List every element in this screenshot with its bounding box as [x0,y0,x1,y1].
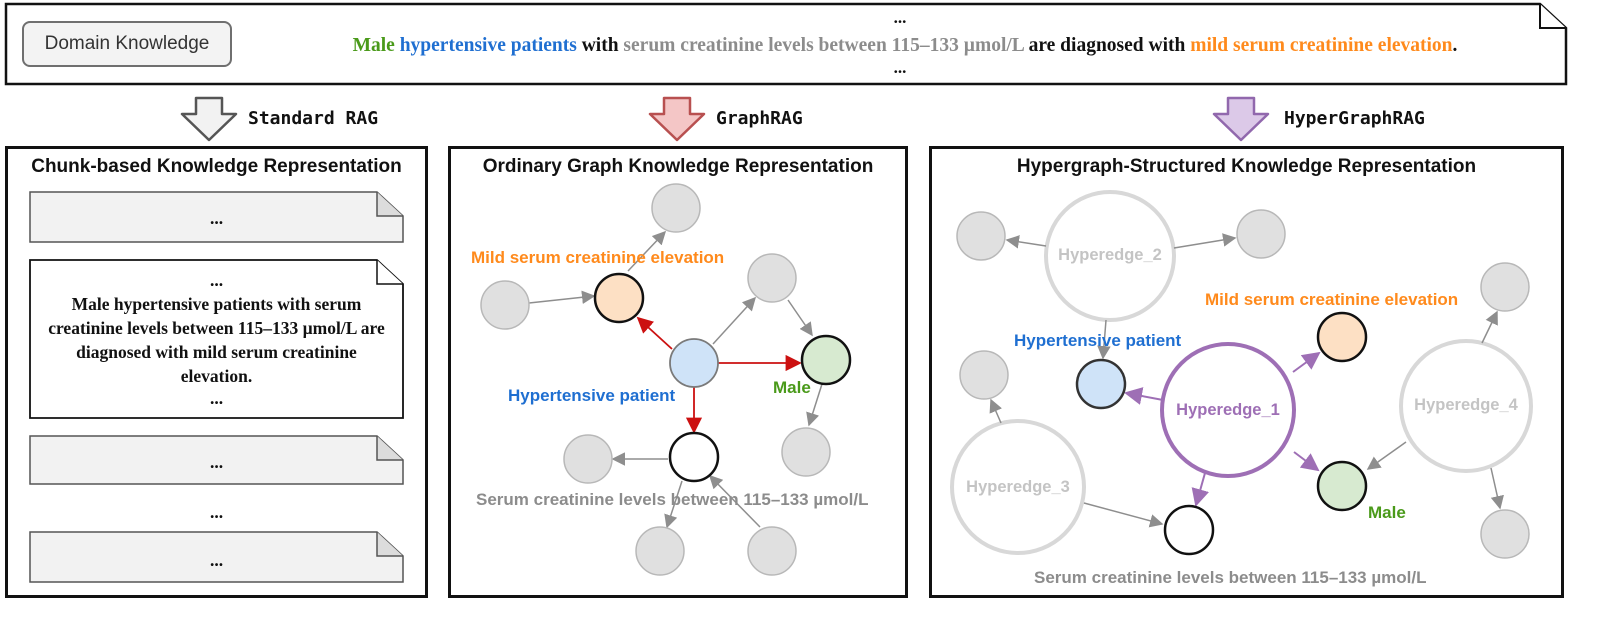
domain-document-shape [4,2,1568,86]
sentence-with: with [581,35,619,56]
hyper-label-mild: Mild serum creatinine elevation [1205,290,1459,309]
chunk-ellipsis-between: ... [209,502,224,522]
hyperedge-4-label: Hyperedge_4 [1414,396,1518,414]
chunk-2-ellipsis-bottom: ... [209,388,224,408]
chunk-2-text: Male hypertensive patients with serum cr… [48,294,385,386]
hypergraph-panel-title: Hypergraph-Structured Knowledge Represen… [1016,156,1477,177]
sentence-mild: mild serum creatinine elevation [1190,35,1453,56]
sentence-period: . [1452,35,1458,56]
chunk-3-text: ... [209,452,224,472]
hypergraphrag-label: HyperGraphRAG [1284,108,1425,129]
hyperedge-1-label: Hyperedge_1 [1176,401,1280,419]
sentence-diagnosed: are diagnosed with [1028,35,1186,56]
standard-rag-label: Standard RAG [248,108,379,129]
graphrag-arrow-icon [648,96,706,142]
graph-panel-title: Ordinary Graph Knowledge Representation [482,156,874,177]
sentence-hypertensive: hypertensive patients [399,35,577,56]
sentence-male: Male [352,35,395,56]
hyperedge-2-label: Hyperedge_2 [1058,246,1162,264]
graph-label-hypertensive: Hypertensive patient [508,386,676,405]
graphrag-label: GraphRAG [716,108,803,129]
graph-label-serum: Serum creatinine levels between 115–133 … [476,490,869,509]
chunk-panel-title: Chunk-based Knowledge Representation [31,156,402,177]
standard-rag-arrow-icon [180,96,238,142]
chunk-shapes [29,191,404,583]
hyper-label-hypertensive: Hypertensive patient [1014,331,1182,350]
hypergraph-panel [929,146,1564,598]
chunk-2-ellipsis-top: ... [209,270,224,290]
hyper-label-serum: Serum creatinine levels between 115–133 … [1034,568,1427,587]
document-ellipsis-top: ... [893,8,907,27]
graph-panel [448,146,908,598]
domain-knowledge-label: Domain Knowledge [44,33,210,54]
document-ellipsis-bottom: ... [893,58,907,77]
domain-sentence: Male hypertensive patients with serum cr… [240,35,1570,57]
graph-label-mild: Mild serum creatinine elevation [471,248,725,267]
hyper-label-male: Male [1368,503,1406,522]
sentence-serum: serum creatinine levels between 115–133 … [623,35,1024,56]
chunk-1-text: ... [209,208,224,228]
chunk-panel [5,146,428,598]
chunk-4-text: ... [209,550,224,570]
domain-knowledge-box: Domain Knowledge [22,21,232,67]
graph-label-male: Male [773,378,811,397]
hyperedge-3-label: Hyperedge_3 [966,478,1070,496]
hypergraphrag-arrow-icon [1212,96,1270,142]
